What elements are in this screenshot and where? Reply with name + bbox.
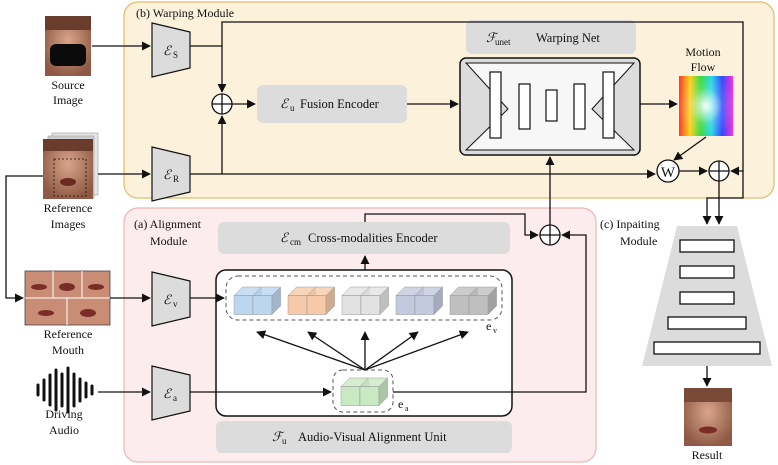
driving-audio-label-line2: Audio	[49, 423, 79, 437]
warping-module-title: (b) Warping Module	[136, 6, 234, 20]
result-image	[684, 388, 732, 446]
svg-text:e: e	[486, 319, 491, 333]
motion-flow-label-line1: Motion	[685, 45, 720, 59]
reference-mouth-grid	[24, 270, 111, 326]
reference-mouth-label-line1: Reference	[44, 327, 93, 341]
inpainting-module-title-line2: Module	[620, 234, 657, 248]
svg-text:ℰ: ℰ	[280, 230, 289, 245]
visual-feature-cube-0-b	[252, 286, 282, 316]
svg-text:ℰ: ℰ	[280, 96, 289, 111]
reference-images-label-line1: Reference	[44, 201, 93, 215]
svg-text:Cross-modalities Encoder: Cross-modalities Encoder	[308, 231, 438, 245]
alignment-module-title-line2: Module	[150, 234, 187, 248]
audio-visual-alignment-unit: ℱ u Audio-Visual Alignment Unit	[216, 421, 512, 453]
svg-text:unet: unet	[495, 37, 511, 47]
svg-text:ℰ: ℰ	[163, 167, 172, 182]
visual-feature-cube-2-b	[360, 286, 390, 316]
svg-text:S: S	[173, 50, 178, 60]
source-image	[45, 16, 91, 76]
svg-text:v: v	[493, 326, 497, 335]
audio-encoder: ℰ a	[151, 365, 191, 421]
connectors	[5, 21, 744, 397]
svg-text:cm: cm	[290, 237, 301, 247]
reference-mouth-label-line2: Mouth	[52, 343, 84, 357]
svg-text:Warping Net: Warping Net	[536, 31, 600, 45]
motion-flow-label-line2: Flow	[691, 60, 716, 74]
svg-text:W: W	[661, 165, 676, 181]
visual-features-group	[225, 275, 503, 321]
waveform-icon	[36, 366, 94, 414]
svg-text:ℱ: ℱ	[272, 429, 285, 444]
sum-node-output	[708, 160, 730, 182]
fusion-encoder: ℰ u Fusion Encoder	[257, 85, 407, 123]
svg-text:v: v	[173, 299, 178, 309]
reference-images-label-line2: Images	[51, 217, 86, 231]
source-image-label-line1: Source	[51, 78, 84, 92]
reference-images	[43, 132, 99, 199]
svg-text:ℰ: ℰ	[163, 292, 172, 307]
inpainting-decoder	[642, 226, 772, 366]
visual-feature-cubes	[233, 286, 498, 316]
alignment-module-title-line1: (a) Alignment	[134, 217, 202, 231]
svg-text:ℱ: ℱ	[486, 30, 499, 45]
motion-flow-image	[679, 76, 733, 136]
audio-feature-cube-b	[359, 377, 389, 407]
svg-text:u: u	[282, 436, 287, 446]
result-label: Result	[692, 448, 723, 462]
visual-encoder: ℰ v	[151, 271, 191, 327]
warping-net-unet	[459, 57, 641, 156]
warping-net-title: ℱ unet Warping Net	[466, 20, 636, 54]
svg-text:e: e	[398, 397, 403, 411]
sum-node-alignment	[539, 224, 561, 246]
sum-node-fusion	[211, 93, 233, 115]
reference-encoder: ℰ R	[151, 146, 191, 202]
svg-text:a: a	[405, 404, 409, 413]
cross-modalities-encoder: ℰ cm Cross-modalities Encoder	[218, 222, 510, 254]
svg-text:Fusion Encoder: Fusion Encoder	[300, 97, 380, 111]
driving-audio-label-line1: Driving	[45, 407, 82, 421]
warp-operator: W	[656, 159, 680, 183]
svg-text:ℰ: ℰ	[163, 43, 172, 58]
source-encoder: ℰ S	[151, 22, 191, 78]
source-image-label-line2: Image	[53, 93, 83, 107]
audio-feature-group	[332, 369, 394, 413]
svg-text:u: u	[290, 103, 295, 113]
visual-feature-cube-4-b	[468, 286, 498, 316]
svg-text:ℰ: ℰ	[163, 386, 172, 401]
svg-text:a: a	[173, 393, 177, 403]
audio-feature-cube	[340, 377, 389, 407]
visual-feature-cube-1-b	[306, 286, 336, 316]
attention-arrows	[256, 330, 469, 371]
inpainting-module-title-line1: (c) Inpaiting	[600, 217, 660, 231]
visual-feature-cube-3-b	[414, 286, 444, 316]
ev-label: e v	[486, 319, 497, 335]
svg-text:R: R	[173, 174, 179, 184]
svg-text:Audio-Visual Alignment Unit: Audio-Visual Alignment Unit	[298, 430, 447, 444]
ea-label: e a	[398, 397, 409, 413]
